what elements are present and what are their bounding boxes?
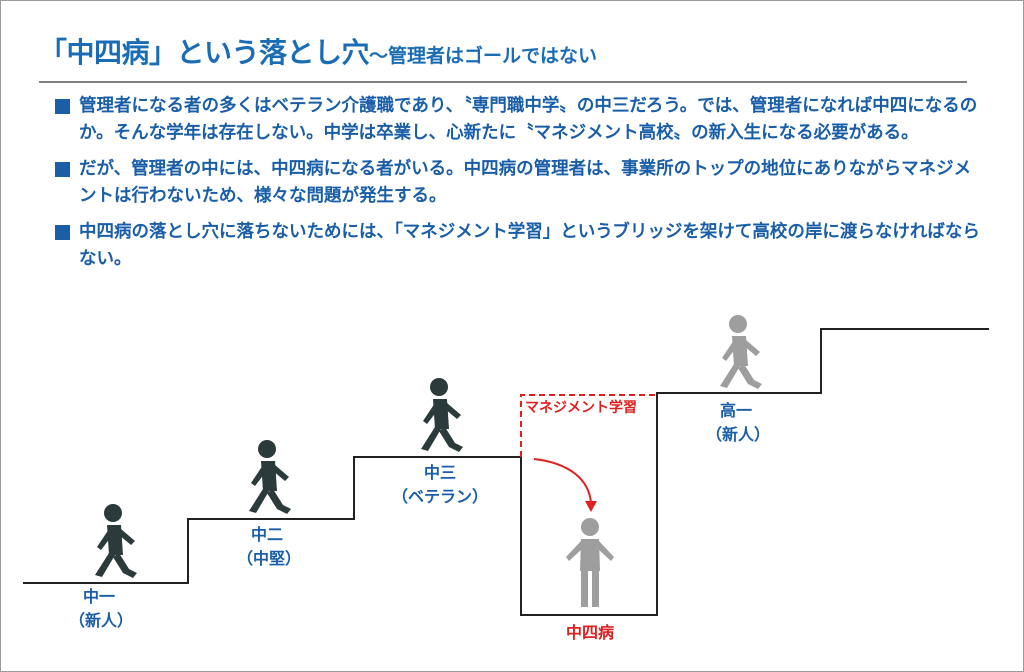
shrugging-person-icon [566,518,614,607]
step-grade: 高一 [719,401,752,420]
step-note: （中堅） [237,549,302,568]
bullet-item: だが、管理者の中には、中四病になる者がいる。中四病の管理者は、事業所のトップの地… [53,156,981,210]
bullet-list: 管理者になる者の多くはベテラン介護職であり、〝専門職中学〟の中三だろう。では、管… [53,93,981,282]
walker-icon-senior [720,315,762,389]
bullet-item: 中四病の落とし穴に落ちないためには、「マネジメント学習」というブリッジを架けて高… [53,219,981,273]
walker-icon-step1 [95,504,137,578]
title-main: 「中四病」という落とし穴 [39,36,370,69]
title-sub: ～管理者はゴールではない [369,45,598,67]
bullet-item: 管理者になる者の多くはベテラン介護職であり、〝専門職中学〟の中三だろう。では、管… [53,93,981,147]
step-label-1: 中一 （新人） [69,585,134,633]
walker-icon-step3 [421,378,463,452]
stair-outline [23,328,989,616]
step-note: （新人） [69,611,134,630]
step-grade: 中三 [423,463,456,482]
bridge-dashed-outline [520,394,657,457]
bullet-text: 中四病の落とし穴に落ちないためには、「マネジメント学習」というブリッジを架けて高… [79,222,980,269]
step-label-2: 中二 （中堅） [237,523,302,571]
pit-label: 中四病 [565,623,614,642]
walker-icon-step2 [249,440,291,514]
step-grade: 中二 [250,525,283,544]
step-note: （新人） [706,425,771,444]
step-label-senior: 高一 （新人） [706,399,771,447]
step-note: （ベテラン） [391,487,488,506]
square-bullet-icon [55,225,70,240]
square-bullet-icon [55,162,70,177]
bridge-label: マネジメント学習 [525,400,637,416]
page-title: 「中四病」という落とし穴～管理者はゴールではない [39,31,597,71]
bullet-text: だが、管理者の中には、中四病になる者がいる。中四病の管理者は、事業所のトップの地… [79,159,972,206]
step-label-3: 中三 （ベテラン） [390,461,490,509]
bullet-text: 管理者になる者の多くはベテラン介護職であり、〝専門職中学〟の中三だろう。では、管… [79,96,978,143]
step-grade: 中一 [82,587,115,606]
square-bullet-icon [55,99,70,114]
fall-arrow [533,458,597,512]
title-divider [39,81,967,83]
